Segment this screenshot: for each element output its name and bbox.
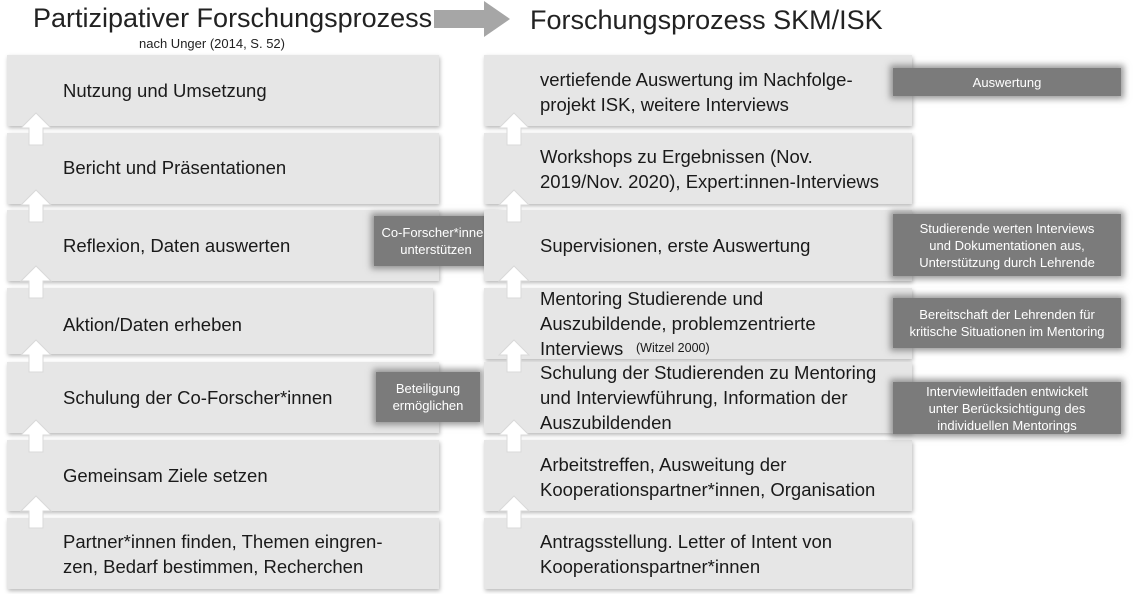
right-step-text-5: Schulung der Studierenden zu Mentoring u… bbox=[540, 362, 877, 433]
right-step-citation: (Witzel 2000) bbox=[636, 341, 710, 355]
left-step-box-5 bbox=[7, 362, 439, 433]
left-step-text-5: Schulung der Co-Forscher*innen bbox=[63, 387, 333, 408]
right-step-text-6: Arbeitstreffen, Ausweitung der Kooperati… bbox=[540, 454, 876, 500]
right-title: Forschungsprozess SKM/ISK bbox=[530, 5, 883, 35]
right-step-text-7: Antragsstellung. Letter of Intent von Ko… bbox=[540, 531, 833, 577]
tag-beteiligung-ermoeglichen: Beteiligung ermöglichen bbox=[376, 372, 480, 422]
left-step-box-6 bbox=[7, 440, 439, 511]
up-arrow-icon bbox=[497, 189, 531, 223]
left-subtitle: nach Unger (2014, S. 52) bbox=[139, 36, 285, 51]
left-step-box-4 bbox=[7, 288, 433, 354]
left-step-text-4: Aktion/Daten erheben bbox=[63, 314, 242, 335]
right-step-box-3 bbox=[484, 210, 912, 281]
left-step-text-6: Gemeinsam Ziele setzen bbox=[63, 465, 268, 486]
left-step-text-7: Partner*innen finden, Themen eingren- ze… bbox=[63, 531, 383, 577]
right-step-box-6 bbox=[484, 440, 912, 511]
up-arrow-icon bbox=[19, 265, 53, 299]
tag-interviewleitfaden: Interviewleitfaden entwickelt unter Berü… bbox=[893, 382, 1121, 434]
left-step-text-3: Reflexion, Daten auswerten bbox=[63, 235, 291, 256]
up-arrow-icon bbox=[19, 419, 53, 453]
right-arrow-icon bbox=[434, 1, 510, 37]
right-step-text-2: Workshops zu Ergebnissen (Nov. 2019/Nov.… bbox=[540, 146, 880, 192]
right-step-box-5 bbox=[484, 362, 912, 433]
tag-studierende-werten-aus: Studierende werten Interviews und Dokume… bbox=[893, 214, 1121, 276]
left-step-box-7 bbox=[7, 518, 439, 589]
up-arrow-icon bbox=[497, 339, 531, 373]
right-step-text-4: Mentoring Studierende und Auszubildende,… bbox=[540, 288, 816, 359]
up-arrow-icon bbox=[19, 339, 53, 373]
right-step-box-4 bbox=[484, 288, 912, 359]
right-step-text-3: Supervisionen, erste Auswertung bbox=[540, 235, 811, 256]
up-arrow-icon bbox=[497, 112, 531, 146]
tag-bereitschaft-lehrende: Bereitschaft der Lehrenden für kritische… bbox=[893, 298, 1121, 348]
up-arrow-icon bbox=[497, 495, 531, 529]
right-step-box-7 bbox=[484, 518, 912, 589]
left-step-box-1 bbox=[7, 55, 439, 126]
up-arrow-icon bbox=[19, 495, 53, 529]
left-step-text-2: Bericht und Präsentationen bbox=[63, 157, 287, 178]
left-title: Partizipativer Forschungsprozess bbox=[33, 3, 433, 33]
left-step-text-1: Nutzung und Umsetzung bbox=[63, 80, 267, 101]
up-arrow-icon bbox=[19, 112, 53, 146]
left-step-box-2 bbox=[7, 133, 439, 204]
right-step-text-1: vertiefende Auswertung im Nachfolge- pro… bbox=[540, 69, 853, 115]
up-arrow-icon bbox=[497, 419, 531, 453]
up-arrow-icon bbox=[19, 189, 53, 223]
tag-auswertung: Auswertung bbox=[893, 68, 1121, 96]
tag-co-forscher-unterstuetzen: Co-Forscher*innen unterstützen bbox=[374, 216, 498, 266]
left-step-box-3 bbox=[7, 210, 439, 281]
right-step-box-2 bbox=[484, 133, 912, 204]
up-arrow-icon bbox=[497, 265, 531, 299]
right-step-box-1 bbox=[484, 55, 912, 126]
